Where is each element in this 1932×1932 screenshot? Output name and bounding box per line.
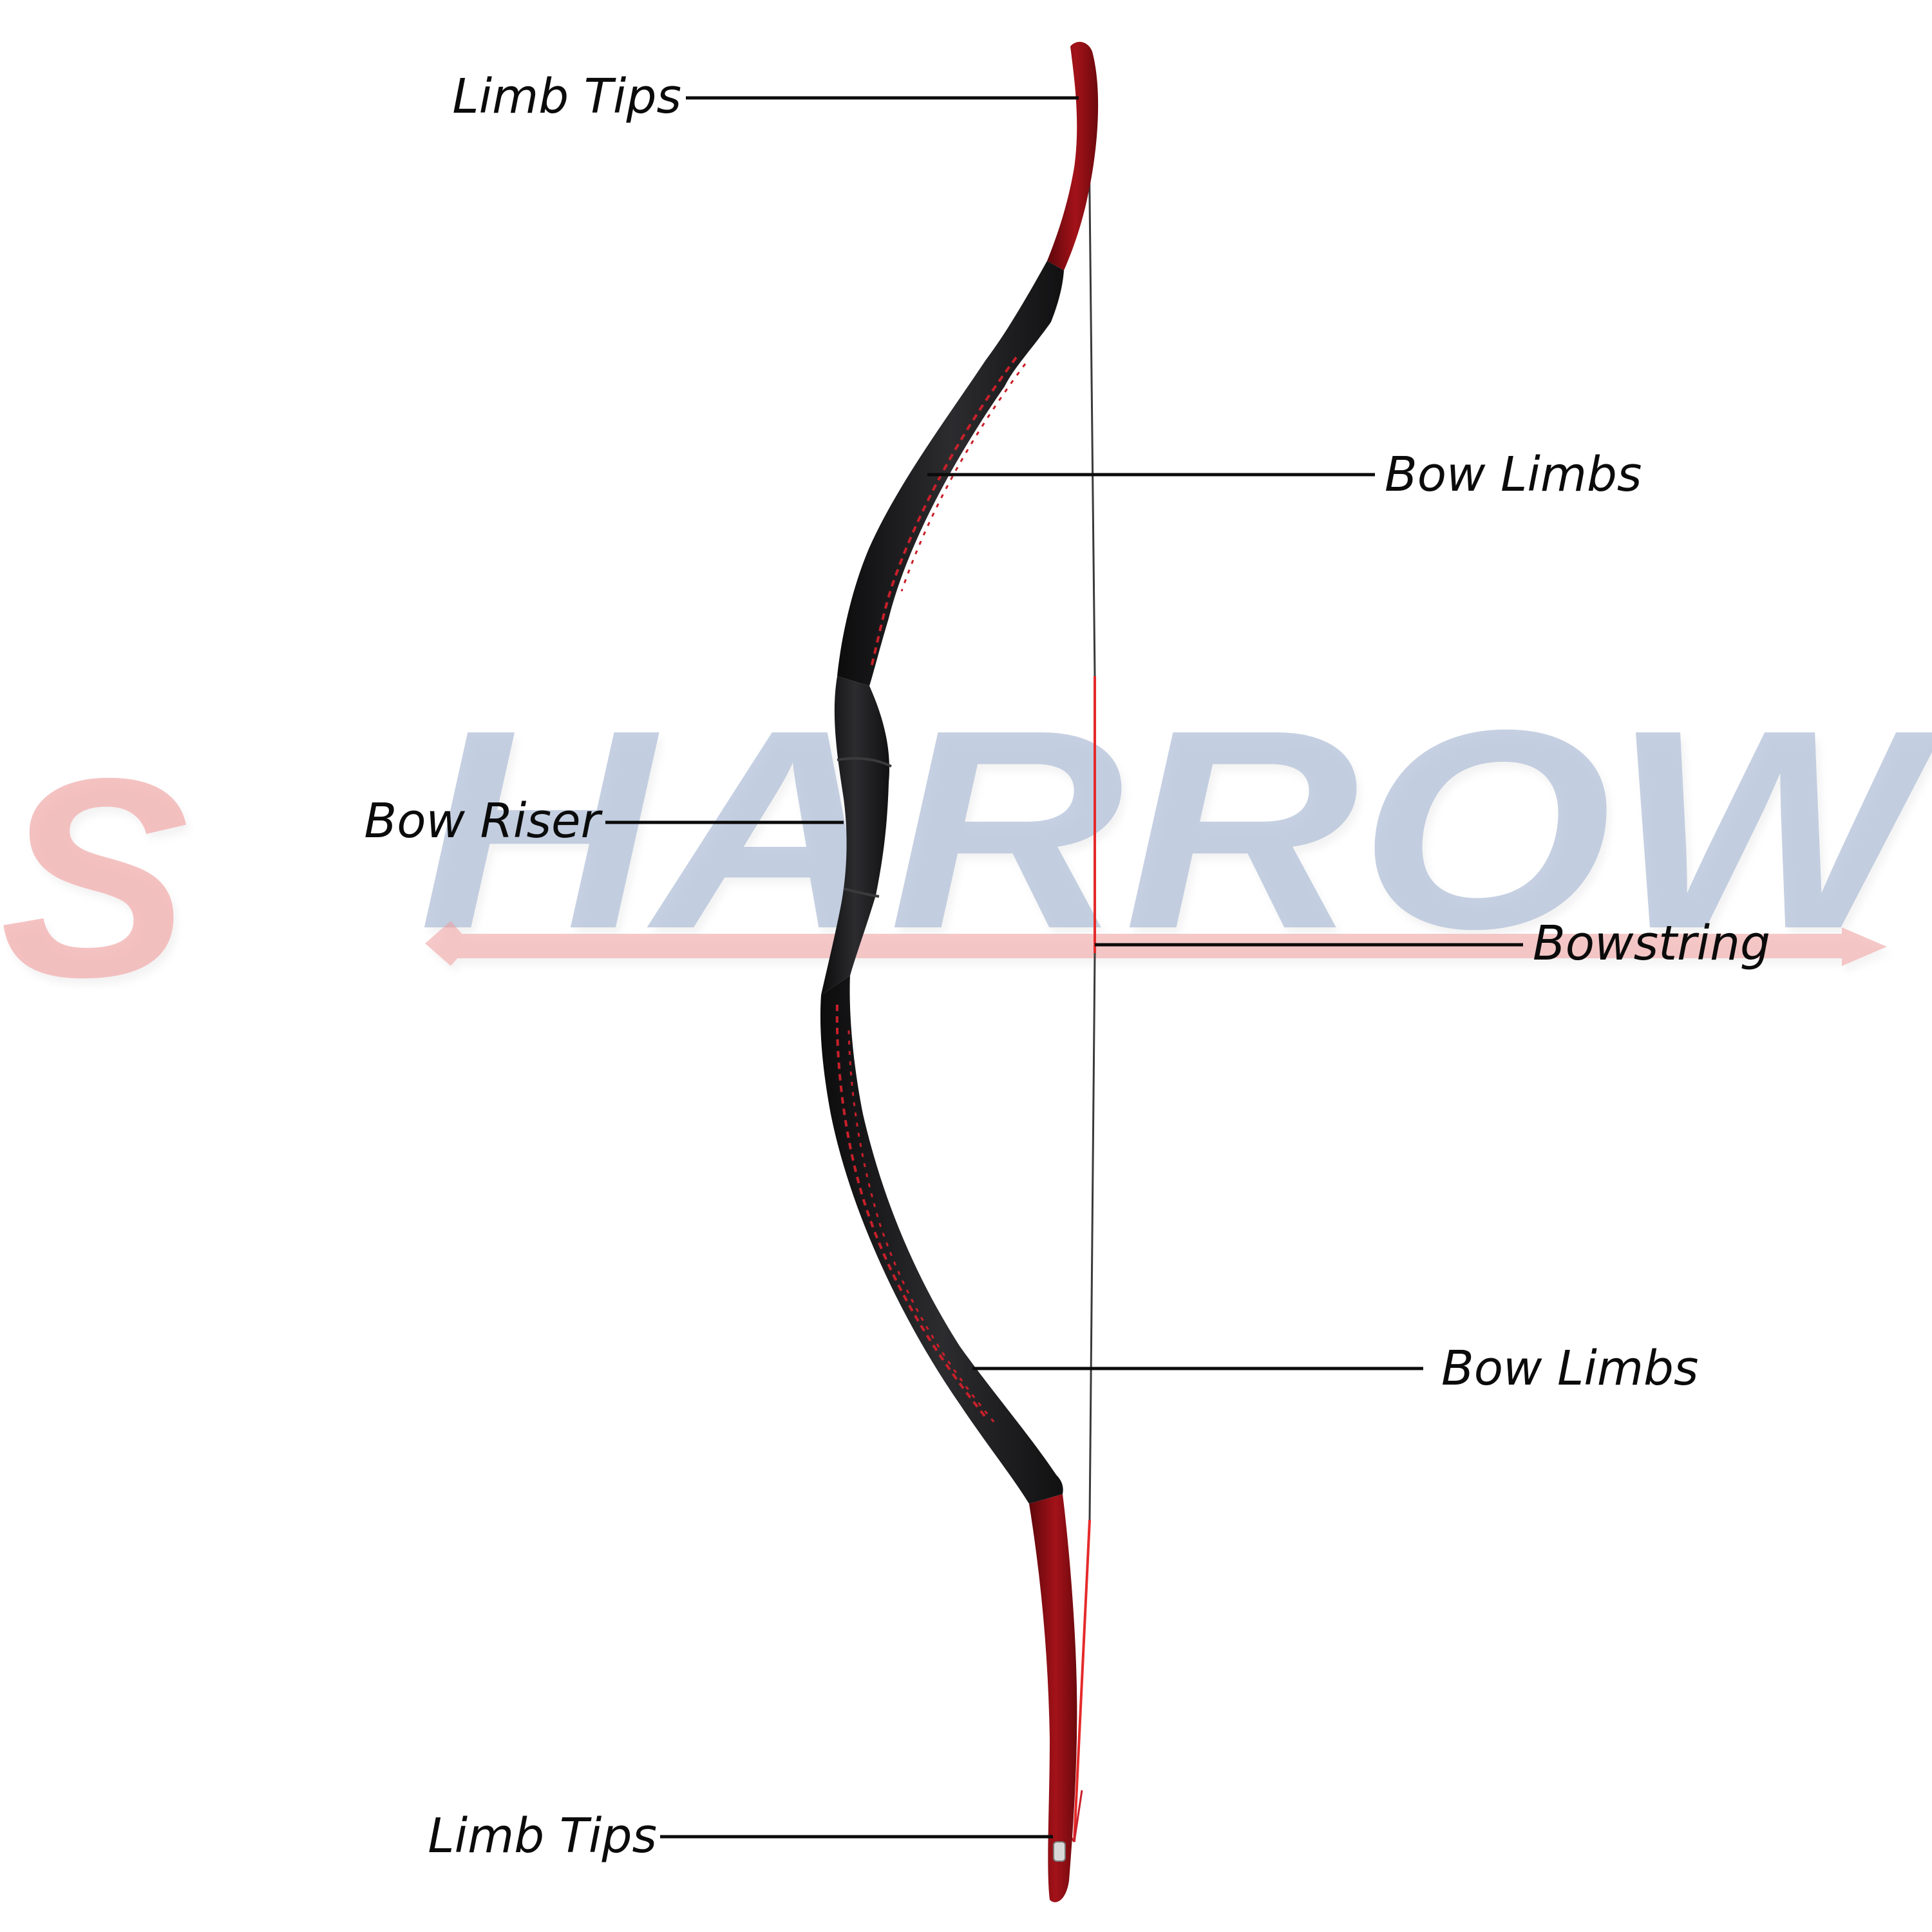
label-bowstring: Bowstring (1533, 916, 1770, 971)
watermark-logo: S HARROW (0, 672, 1932, 1036)
lower-limb (820, 976, 1063, 1504)
riser (821, 676, 889, 995)
bow-body (820, 42, 1099, 1902)
label-bow-limbs-upper: Bow Limbs (1385, 447, 1642, 502)
lower-limb-tip (1029, 1494, 1077, 1902)
label-limb-tips-bottom: Limb Tips (428, 1808, 657, 1864)
labels: Limb Tips Bow Limbs Bow Riser Bowstring … (364, 69, 1770, 1864)
upper-limb-stitching (869, 356, 1018, 670)
upper-limb (837, 261, 1064, 686)
watermark-letter-s: S (0, 720, 191, 1036)
lower-limb-stitching (835, 1004, 987, 1418)
leader-lines (605, 96, 1523, 1839)
label-bow-limbs-lower: Bow Limbs (1441, 1341, 1698, 1396)
label-limb-tips-top: Limb Tips (452, 69, 681, 124)
upper-limb-tip (1047, 42, 1099, 270)
label-bow-riser: Bow Riser (364, 793, 603, 849)
